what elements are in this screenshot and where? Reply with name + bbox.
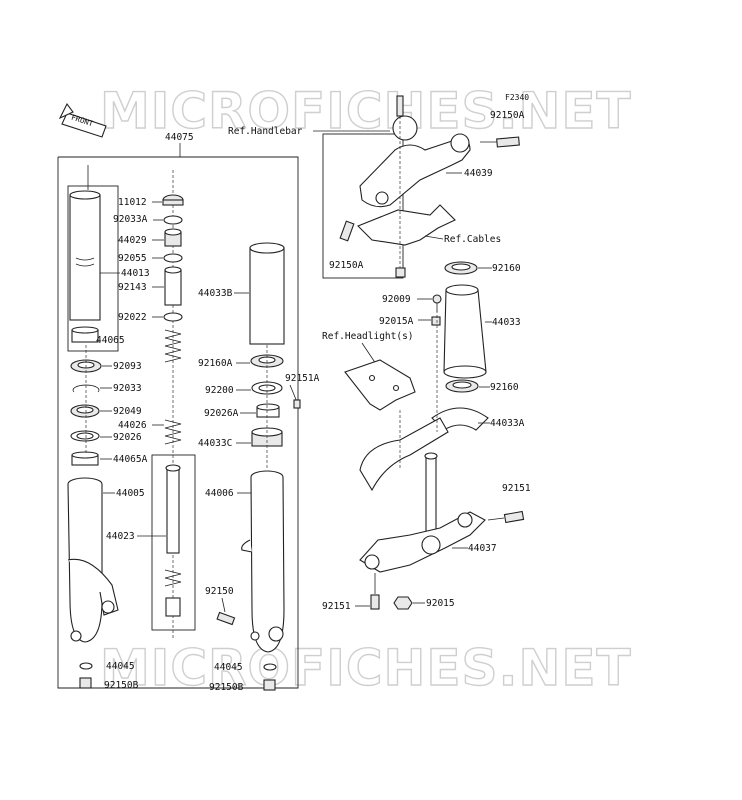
label-92160-mid: 92160 (490, 382, 519, 393)
label-44006: 44006 (205, 488, 234, 499)
label-92049: 92049 (113, 406, 142, 417)
upper-bracket-group: Ref.Handlebar 92150A 44039 Ref.Cables 92… (228, 95, 525, 279)
seal-92160-top: 92160 (444, 261, 521, 275)
seal-92160A: 92160A (198, 354, 284, 369)
label-92151-bottom: 92151 (322, 601, 351, 612)
label-92150A-top: 92150A (490, 110, 525, 121)
left-fork-frame: 44075 (57, 132, 299, 689)
seal-92160-mid: 92160 (445, 379, 519, 393)
bolt-92151: 92151 (487, 483, 531, 524)
bolt-92150: 92150 (205, 586, 236, 626)
bolt-92015A: 92015A (379, 316, 441, 327)
fork-tube-44013: 44013 (69, 165, 150, 321)
label-44026: 44026 (118, 420, 147, 431)
label-92026: 92026 (113, 432, 142, 443)
bolt-92009: 92009 (382, 294, 442, 312)
label-92151A: 92151A (285, 373, 320, 384)
bolt-92151-bottom: 92151 (322, 573, 380, 612)
seal-92049: 92049 (70, 404, 142, 418)
label-92150: 92150 (205, 586, 234, 597)
label-44039: 44039 (464, 168, 493, 179)
cover-44033: 44033 (443, 284, 521, 379)
label-92150B-right: 92150B (209, 682, 244, 693)
damper-group: 11012 92033A 44029 92055 92143 92022 440… (106, 170, 196, 640)
label-44023: 44023 (106, 531, 135, 542)
washer-44045-right: 44045 (214, 662, 277, 673)
lower-bracket-44037: 44037 (359, 452, 497, 573)
label-92033: 92033 (113, 383, 142, 394)
label-44033B: 44033B (198, 288, 233, 299)
label-92015: 92015 (426, 598, 455, 609)
bushing-44065A: 44065A (71, 451, 148, 466)
label-92143: 92143 (118, 282, 147, 293)
label-92033A: 92033A (113, 214, 148, 225)
ref-handlebar: Ref.Handlebar (228, 126, 303, 137)
label-92022: 92022 (118, 312, 147, 323)
nut-92015: 92015 (393, 596, 455, 610)
label-92160-top: 92160 (492, 263, 521, 274)
bushing-44065: 44065 (71, 326, 125, 346)
bolt-92151A: 92151A (285, 373, 320, 409)
label-44033A: 44033A (490, 418, 525, 429)
ref-cables: Ref.Cables (444, 234, 501, 245)
label-92150A-left: 92150A (329, 260, 364, 271)
label-92150B-left: 92150B (104, 680, 139, 691)
assembly-lines (85, 116, 438, 470)
headlight-mount (359, 410, 449, 492)
bolt-92150B-right: 92150B (209, 679, 276, 693)
inner-tube-44033B: 44033B (198, 242, 285, 345)
label-44005: 44005 (116, 488, 145, 499)
label-92026A: 92026A (204, 408, 239, 419)
label-44037: 44037 (468, 543, 497, 554)
headlight-bracket: Ref.Headlight(s) (322, 331, 416, 411)
circlip-92033: 92033 (72, 383, 142, 394)
label-92151: 92151 (502, 483, 531, 494)
seal-92093: 92093 (70, 359, 142, 373)
washer-44045-left: 44045 (79, 661, 135, 672)
label-44029: 44029 (118, 235, 147, 246)
clamp-92026A: 92026A (204, 403, 280, 419)
label-44065A: 44065A (113, 454, 148, 465)
label-44013: 44013 (121, 268, 150, 279)
label-92055: 92055 (118, 253, 147, 264)
label-44045-left: 44045 (106, 661, 135, 672)
label-44045-right: 44045 (214, 662, 243, 673)
cover-44033C: 44033C (198, 427, 283, 449)
washer-92200: 92200 (205, 381, 283, 396)
figure-code: F2340 (505, 93, 529, 102)
label-92015A: 92015A (379, 316, 414, 327)
label-11012: 11012 (118, 197, 147, 208)
outer-tube-44006: 44006 (205, 470, 285, 653)
washer-92026: 92026 (70, 430, 142, 443)
label-44075: 44075 (165, 132, 194, 143)
bolt-92150B-left: 92150B (79, 677, 139, 691)
cover-44033A: 44033A (431, 407, 525, 431)
label-44065: 44065 (96, 335, 125, 346)
label-92160A: 92160A (198, 358, 233, 369)
label-44033C: 44033C (198, 438, 232, 449)
label-92009: 92009 (382, 294, 411, 305)
spring-44026 (164, 329, 182, 445)
label-44033: 44033 (492, 317, 521, 328)
outer-tube-44005: 44005 (67, 477, 145, 643)
label-92200: 92200 (205, 385, 234, 396)
ref-headlight: Ref.Headlight(s) (322, 331, 414, 342)
label-92093: 92093 (113, 361, 142, 372)
